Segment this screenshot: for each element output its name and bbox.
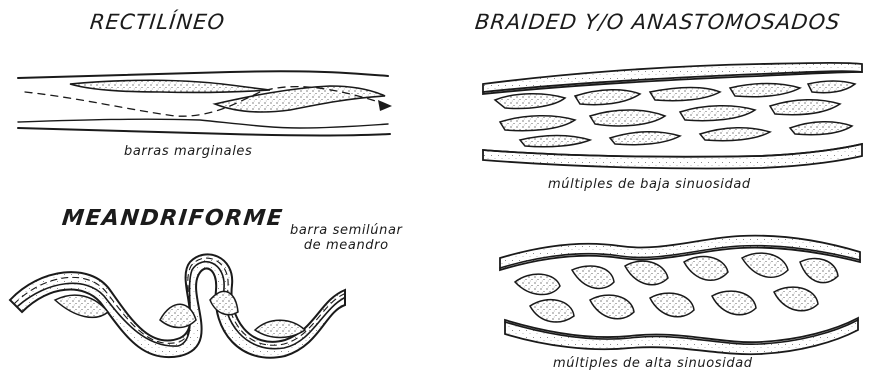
meandriforme-diagram [10, 254, 345, 357]
braid-bar [790, 122, 852, 135]
braid-bar [680, 106, 755, 121]
anastomosed-lower-bank [505, 318, 858, 354]
braid-bar [770, 100, 840, 115]
anastomosed-island [800, 258, 838, 282]
braid-bar [650, 88, 720, 101]
braid-bar [700, 128, 770, 141]
anastomosed-island [774, 287, 818, 311]
braid-bar [808, 81, 855, 93]
anastomosed-island [572, 266, 614, 288]
meander-point-bars [55, 291, 305, 337]
rectilineo-caption: barras marginales [124, 145, 252, 158]
braided-caption: múltiples de baja sinuosidad [548, 178, 751, 191]
anastomosed-island [650, 293, 694, 317]
meandriforme-title: MEANDRIFORME [61, 208, 285, 230]
braid-bar [610, 132, 680, 145]
braid-bar [500, 116, 575, 131]
anastomosed-island [625, 261, 668, 285]
braid-bar [495, 94, 565, 109]
anastomosed-islands [515, 253, 838, 322]
anastomosed-diagram [500, 236, 860, 355]
rectilineo-diagram [18, 71, 392, 135]
anastomosed-island [712, 291, 756, 315]
meandriforme-annotation: barra semilúnar de meandro [290, 224, 402, 254]
braided-diagram [483, 63, 862, 169]
anastomosed-island [742, 253, 788, 277]
rectilineo-lower-bank-inner [18, 119, 388, 128]
rectilineo-title: RECTILÍNEO [89, 12, 226, 33]
braid-bar [520, 136, 590, 147]
point-bar [210, 291, 238, 314]
rectilineo-upper-bank [18, 71, 388, 78]
rectilineo-upper-bar [70, 80, 270, 92]
anastomosed-island [530, 300, 574, 322]
braided-bars [495, 81, 855, 147]
anastomosed-caption: múltiples de alta sinuosidad [553, 357, 753, 370]
braid-bar [575, 90, 640, 105]
anastomosed-island [590, 295, 634, 319]
braided-title: BRAIDED Y/O ANASTOMOSADOS [474, 12, 842, 33]
anastomosed-island [684, 257, 728, 281]
braid-bar [590, 110, 665, 126]
braid-bar [730, 84, 800, 97]
rectilineo-flow-arrow [378, 100, 392, 111]
anastomosed-island [515, 274, 560, 294]
rectilineo-lower-bank [18, 128, 390, 136]
